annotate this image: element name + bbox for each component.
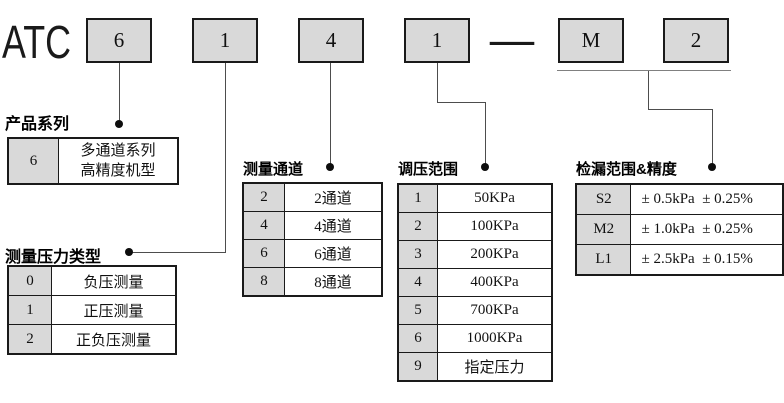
value-cell: ± 0.5kPa ± 0.25% <box>630 183 784 215</box>
section-title-channels: 测量通道 <box>243 161 304 178</box>
connector-range-line-v1 <box>437 63 438 102</box>
code-cell: 2 <box>7 324 52 355</box>
connector-pressure-type-line-h <box>131 252 226 253</box>
code-cell: 2 <box>242 182 285 212</box>
connector-range-dot <box>481 163 489 171</box>
model-box-leak-letter: M <box>558 18 624 63</box>
series-code-cell: 6 <box>7 137 59 185</box>
table-row: L1 ± 2.5kPa ± 0.15% <box>575 244 784 276</box>
channels-table: 2 2通道 4 4通道 6 6通道 8 8通道 <box>242 182 383 297</box>
table-row: 2 正负压测量 <box>7 324 177 355</box>
table-row: M2 ± 1.0kPa ± 0.25% <box>575 214 784 245</box>
model-box-series: 6 <box>86 18 152 63</box>
value-cell: 正压测量 <box>51 295 177 325</box>
model-box-leak-digit: 2 <box>663 18 729 63</box>
section-title-regulation-range: 调压范围 <box>398 161 459 178</box>
connector-leak-dot <box>708 163 716 171</box>
code-cell: 9 <box>397 352 438 382</box>
table-row: 5 700KPa <box>397 296 553 325</box>
table-row: 6 6通道 <box>242 239 383 268</box>
table-row: 3 200KPa <box>397 240 553 269</box>
code-cell: 6 <box>397 324 438 353</box>
code-cell: L1 <box>575 244 632 276</box>
table-row: 4 4通道 <box>242 211 383 240</box>
value-cell: ± 2.5kPa ± 0.15% <box>630 244 784 276</box>
table-row: 9 指定压力 <box>397 352 553 382</box>
value-cell: 100KPa <box>437 212 553 241</box>
code-cell: 5 <box>397 296 438 325</box>
code-cell: 6 <box>242 239 285 268</box>
leak-range-table: S2 ± 0.5kPa ± 0.25% M2 ± 1.0kPa ± 0.25% … <box>575 183 784 276</box>
series-table: 6 多通道系列 高精度机型 <box>7 137 179 185</box>
value-cell: 正负压测量 <box>51 324 177 355</box>
value-cell: ± 1.0kPa ± 0.25% <box>630 214 784 245</box>
value-cell: 指定压力 <box>437 352 553 382</box>
connector-series-line <box>119 63 120 124</box>
code-cell: 3 <box>397 240 438 269</box>
value-cell: 200KPa <box>437 240 553 269</box>
connector-range-line-h <box>437 102 486 103</box>
code-cell: 0 <box>7 265 52 296</box>
value-cell: 400KPa <box>437 268 553 297</box>
connector-leak-line-h <box>648 109 713 110</box>
connector-leak-line-v1 <box>648 71 649 109</box>
value-cell: 2通道 <box>284 182 383 212</box>
table-row: 0 负压测量 <box>7 265 177 296</box>
value-cell: 50KPa <box>437 183 553 213</box>
section-title-leak-range: 检漏范围&精度 <box>576 161 677 178</box>
value-cell: 4通道 <box>284 211 383 240</box>
model-box-regulation-range: 1 <box>404 18 470 63</box>
connector-pressure-type-dot <box>125 248 133 256</box>
connector-series-dot <box>115 120 123 128</box>
code-cell: 8 <box>242 267 285 297</box>
section-title-series: 产品系列 <box>5 116 70 133</box>
table-row: 8 8通道 <box>242 267 383 297</box>
connector-pressure-type-line-v <box>225 63 226 253</box>
brand-logo: ATC <box>2 16 72 68</box>
regulation-range-table: 1 50KPa 2 100KPa 3 200KPa 4 400KPa 5 700… <box>397 183 553 382</box>
series-value-cell: 多通道系列 高精度机型 <box>58 137 179 185</box>
table-row: 6 1000KPa <box>397 324 553 353</box>
code-cell: 1 <box>7 295 52 325</box>
model-box-pressure-type: 1 <box>192 18 258 63</box>
code-cell: 1 <box>397 183 438 213</box>
table-row: S2 ± 0.5kPa ± 0.25% <box>575 183 784 215</box>
code-cell: 4 <box>397 268 438 297</box>
model-separator-dash: — <box>490 15 534 64</box>
value-cell: 负压测量 <box>51 265 177 296</box>
value-cell: 1000KPa <box>437 324 553 353</box>
model-box-channels: 4 <box>298 18 364 63</box>
code-cell: S2 <box>575 183 632 215</box>
code-cell: 2 <box>397 212 438 241</box>
pressure-type-table: 0 负压测量 1 正压测量 2 正负压测量 <box>7 265 177 355</box>
table-row: 6 多通道系列 高精度机型 <box>7 137 179 185</box>
connector-range-line-v2 <box>485 102 486 164</box>
code-cell: 4 <box>242 211 285 240</box>
value-cell: 8通道 <box>284 267 383 297</box>
section-title-pressure-type: 测量压力类型 <box>5 249 102 266</box>
code-cell: M2 <box>575 214 632 245</box>
table-row: 2 100KPa <box>397 212 553 241</box>
value-cell: 700KPa <box>437 296 553 325</box>
table-row: 1 正压测量 <box>7 295 177 325</box>
table-row: 2 2通道 <box>242 182 383 212</box>
table-row: 4 400KPa <box>397 268 553 297</box>
leak-group-underline <box>557 70 731 71</box>
value-cell: 6通道 <box>284 239 383 268</box>
connector-channels-line <box>330 63 331 164</box>
table-row: 1 50KPa <box>397 183 553 213</box>
connector-channels-dot <box>326 163 334 171</box>
connector-leak-line-v2 <box>712 109 713 164</box>
